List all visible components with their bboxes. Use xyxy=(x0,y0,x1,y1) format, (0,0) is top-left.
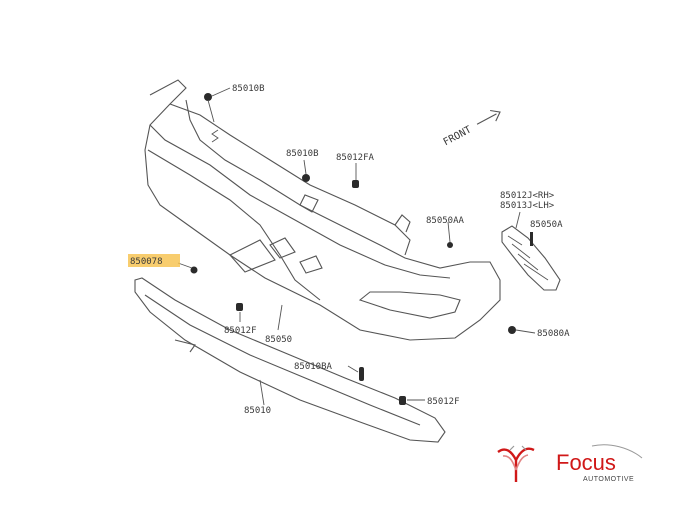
label-85012J: 85012J<RH> xyxy=(500,191,555,201)
bumper-cover xyxy=(144,79,501,341)
logo-swoosh-icon xyxy=(591,444,643,459)
clip-85050AA xyxy=(447,242,453,248)
label-85012FA: 85012FA xyxy=(336,153,375,163)
label-85050A: 85050A xyxy=(530,220,563,230)
clip-85080A xyxy=(508,326,516,334)
side-bracket xyxy=(501,225,561,291)
highlight-850078 xyxy=(128,254,180,267)
clip-850078 xyxy=(190,266,198,274)
label-85050: 85050 xyxy=(265,335,292,345)
label-850078: 850078 xyxy=(130,257,163,267)
clip-85010B-mid xyxy=(302,174,310,182)
label-85012F-right: 85012F xyxy=(427,397,460,407)
clip-85010B-top xyxy=(204,93,212,101)
label-85013J: 85013J<LH> xyxy=(500,201,555,211)
focus-automotive-logo: Focus AUTOMOTIVE xyxy=(497,444,643,483)
leader-lines xyxy=(177,87,536,406)
lower-valance xyxy=(134,277,446,443)
part-labels: 85010B 85010B 85012FA 85012J<RH> 85013J<… xyxy=(128,84,570,416)
nut-85012F-right xyxy=(399,396,406,405)
label-85010B-top: 85010B xyxy=(232,84,265,94)
front-arrow: FRONT xyxy=(442,109,501,148)
logo-wordmark: Focus xyxy=(556,450,616,475)
nut-85012F-left xyxy=(236,303,243,311)
label-85050AA: 85050AA xyxy=(426,216,465,226)
label-85010: 85010 xyxy=(244,406,271,416)
fasteners xyxy=(190,93,533,405)
front-label: FRONT xyxy=(442,124,474,148)
nut-85012FA xyxy=(352,180,359,188)
logo-tagline: AUTOMOTIVE xyxy=(583,476,634,483)
label-85080A: 85080A xyxy=(537,329,570,339)
label-85010B-mid: 85010B xyxy=(286,149,319,159)
label-85010BA: 85010BA xyxy=(294,362,333,372)
label-85012F-left: 85012F xyxy=(224,326,257,336)
clip-85050A xyxy=(530,232,533,246)
clip-85010BA xyxy=(359,367,364,381)
logo-mark-icon xyxy=(497,445,535,482)
